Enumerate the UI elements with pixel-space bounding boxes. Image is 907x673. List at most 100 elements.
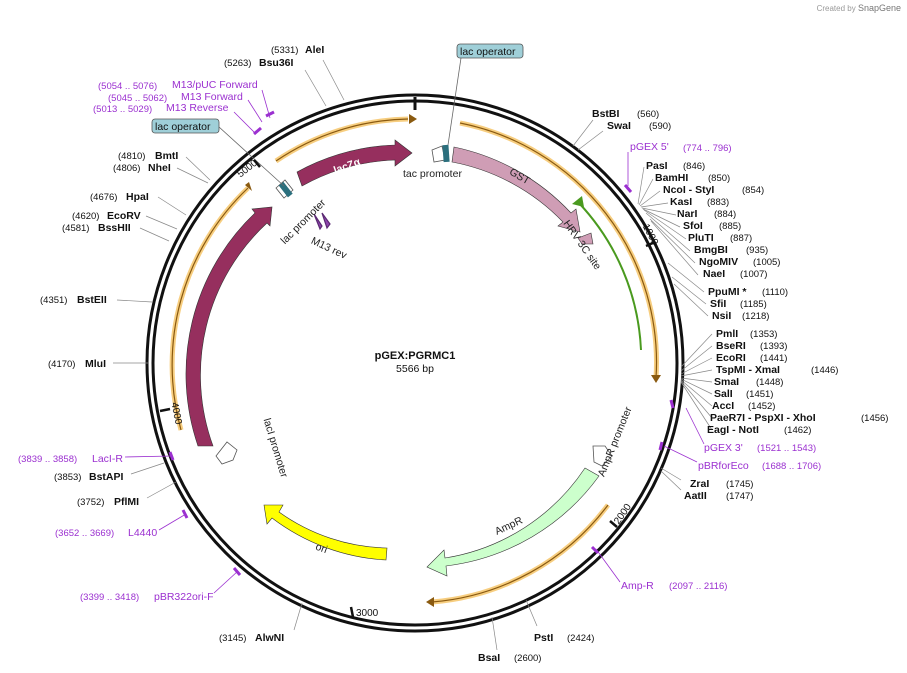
orf-arc-green-head [572,196,584,207]
svg-text:(846): (846) [683,161,705,172]
svg-text:Amp-R: Amp-R [621,580,654,592]
svg-text:PasI: PasI [646,160,668,172]
operator-label-1: lac operator [460,46,516,58]
feature-ori [263,504,388,561]
svg-text:BmtI: BmtI [155,150,178,162]
svg-text:4000: 4000 [168,401,183,425]
svg-text:BamHI: BamHI [655,172,688,184]
primer-m13-reverse: (5013 .. 5029) M13 Reverse [93,102,262,136]
svg-text:M13 Reverse: M13 Reverse [166,102,229,114]
primer-pbrforeco: pBRforEco(1688 .. 1706) [658,441,821,472]
label-ampr-promoter: AmpR promoter [596,405,635,479]
svg-text:EcoRV: EcoRV [107,210,141,222]
operator-label-2: lac operator [155,121,211,133]
svg-text:ZraI: ZraI [690,478,709,490]
site-bsteii: (4351)BstEII [40,294,153,306]
svg-text:(3752): (3752) [77,497,104,508]
feature-tac-operator [442,144,450,163]
site-bstapi: (3853)BstAPI [54,462,165,483]
svg-text:(5331): (5331) [271,45,298,56]
svg-text:EcoRI: EcoRI [716,352,746,364]
svg-text:NarI: NarI [677,208,698,220]
svg-text:PaeR7I - PspXI - XhoI: PaeR7I - PspXI - XhoI [710,412,816,424]
svg-text:PpuMI *: PpuMI * [708,286,747,298]
svg-text:(1456): (1456) [861,413,888,424]
svg-text:HpaI: HpaI [126,191,149,203]
svg-text:SmaI: SmaI [714,376,739,388]
mcs-fan-upper [637,166,699,276]
site-ncoi-styi: NcoI - StyI(854) [663,184,764,196]
site-bamhi: BamHI(850) [655,172,730,184]
mcs-fan-lower [680,333,713,431]
svg-text:pGEX 3': pGEX 3' [704,442,743,454]
svg-text:(1218): (1218) [742,311,769,322]
site-pflmi: (3752)PflMI [77,481,177,508]
svg-text:(1747): (1747) [726,491,753,502]
svg-text:(1005): (1005) [753,257,780,268]
svg-text:NheI: NheI [148,162,171,174]
svg-text:BstEII: BstEII [77,294,107,306]
svg-text:(887): (887) [730,233,752,244]
site-ecori: EcoRI (1441) [716,352,787,364]
site-naei: NaeI(1007) [703,268,767,280]
svg-text:(1353): (1353) [750,329,777,340]
svg-text:(883): (883) [707,197,729,208]
snapgene-credit: Created by SnapGene [816,3,901,13]
site-hpai: (4676)HpaI [90,191,187,216]
svg-text:(1452): (1452) [748,401,775,412]
svg-text:(854): (854) [742,185,764,196]
svg-text:(5013 .. 5029): (5013 .. 5029) [93,104,152,115]
svg-text:M13 Forward: M13 Forward [181,91,243,103]
svg-text:BsaI: BsaI [478,652,500,664]
svg-text:(4806): (4806) [113,163,140,174]
svg-text:pBR322ori-F: pBR322ori-F [154,591,214,603]
site-sfii: SfiI(1185) [710,298,767,310]
feature-laci [185,206,273,447]
orf-arc-gst-head [651,375,661,383]
svg-text:NgoMIV: NgoMIV [699,256,738,268]
svg-text:(1441): (1441) [760,353,787,364]
primer-amp-r: Amp-R(2097 .. 2116) [590,545,727,592]
site-ngomiv: NgoMIV (1005) [699,256,780,268]
site-bseri: BseRI(1393) [716,340,787,352]
svg-text:(4810): (4810) [118,151,145,162]
svg-text:(4620): (4620) [72,211,99,222]
operator-box-1 [456,43,524,59]
site-ecorv: (4620) EcoRV [72,210,178,230]
svg-text:M13/pUC Forward: M13/pUC Forward [172,79,258,91]
svg-text:SalI: SalI [714,388,733,400]
site-alwni: (3145)AlwNI [219,602,303,644]
svg-text:(935): (935) [746,245,768,256]
feature-laci-promoter [215,441,238,465]
svg-text:(5054 .. 5076): (5054 .. 5076) [98,81,157,92]
svg-text:3000: 3000 [356,608,379,619]
feature-gst [451,146,581,233]
feature-ampr-promoter [592,445,613,467]
primer-laci-r: (3839 .. 3858)LacI-R [18,451,175,465]
site-mlui: (4170)MluI [48,358,148,370]
site-bsu36i: (5263)Bsu36I [224,57,327,107]
svg-text:(1110): (1110) [762,287,788,298]
svg-text:(2424): (2424) [567,633,594,644]
site-bsai: BsaI(2600) [478,616,541,664]
feature-m13rev-b [321,212,331,230]
feature-lac-operator [278,181,293,198]
svg-text:EagI - NotI: EagI - NotI [707,424,759,436]
label-tac-promoter: tac promoter [403,168,462,180]
site-bmti: (4810) BmtI [118,150,211,181]
site-swai: SwaI(590) [577,120,671,151]
feature-m13rev-a [313,213,323,231]
site-sfoi: SfoI(885) [683,220,741,232]
callout-line-operator-1 [447,57,462,146]
label-ori: ori [314,541,329,556]
label-laci: lacI [203,324,218,343]
site-pluti: PluTI(887) [688,232,752,244]
svg-text:(5045 .. 5062): (5045 .. 5062) [108,93,167,104]
svg-text:(590): (590) [649,121,671,132]
primer-pgex5: pGEX 5'(774 .. 796) [623,141,732,193]
svg-text:(885): (885) [719,221,741,232]
svg-text:TspMI - XmaI: TspMI - XmaI [716,364,780,376]
mcs-fan-middle [667,262,709,317]
primer-pgex3: pGEX 3'(1521 .. 1543) [669,399,816,454]
